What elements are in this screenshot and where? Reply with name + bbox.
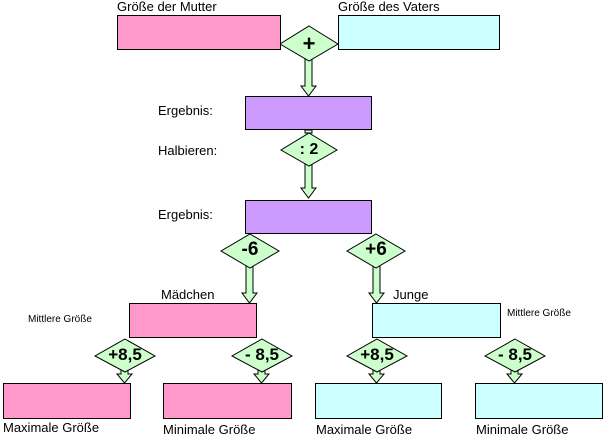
- result-box-2[interactable]: [245, 200, 372, 234]
- boy-max-size-box[interactable]: [315, 383, 442, 419]
- boy-min-size-box[interactable]: [475, 383, 603, 419]
- diamond-add: [279, 25, 339, 62]
- arrow-plus-six-to-boy: [368, 265, 385, 304]
- diamond-plus85-boy: [345, 338, 409, 373]
- result-label-2: Ergebnis:: [158, 207, 213, 222]
- father-size-label: Größe des Vaters: [338, 0, 440, 14]
- boy-mean-size-box[interactable]: [372, 303, 501, 338]
- arrow-halve-to-result: [300, 163, 317, 199]
- operator-plus85-girl: +8,5: [108, 345, 142, 364]
- girl-max-size-box[interactable]: [3, 383, 131, 419]
- halve-label: Halbieren:: [158, 143, 218, 158]
- result-box-1[interactable]: [245, 96, 372, 130]
- boy-max-size-label: Maximale Größe: [316, 422, 413, 437]
- arrow-minus-six-to-girl: [241, 264, 258, 304]
- arrow-result-to-halve: [304, 129, 313, 134]
- operator-minus-six: -6: [241, 239, 259, 260]
- mother-size-label: Größe der Mutter: [117, 0, 217, 14]
- diamond-minus85-boy: [483, 338, 547, 373]
- boy-label: Junge: [393, 287, 429, 302]
- operator-divide: : 2: [299, 141, 319, 158]
- mean-size-label-right: Mittlere Größe: [507, 308, 571, 319]
- boy-min-size-label: Minimale Größe: [476, 422, 569, 437]
- operator-minus85-boy: - 8,5: [497, 345, 533, 364]
- girl-min-size-label: Minimale Größe: [163, 422, 256, 437]
- girl-mean-size-box[interactable]: [129, 303, 257, 338]
- diamond-plus85-girl: [93, 338, 157, 373]
- operator-minus85-girl: - 8,5: [244, 345, 280, 364]
- father-size-box[interactable]: [338, 15, 500, 50]
- operator-plus85-boy: +8,5: [360, 345, 394, 364]
- result-label-1: Ergebnis:: [158, 103, 213, 118]
- girl-max-size-label: Maximale Größe: [3, 420, 100, 435]
- girl-min-size-box[interactable]: [163, 383, 292, 419]
- mother-size-box[interactable]: [117, 15, 281, 50]
- diamond-divide: [280, 132, 338, 167]
- operator-add: +: [302, 31, 316, 56]
- diamond-minus-six: [220, 233, 280, 269]
- diamond-minus85-girl: [230, 338, 294, 373]
- mean-size-label-left: Mittlere Größe: [28, 314, 92, 325]
- arrow-add-to-result: [300, 57, 317, 97]
- operator-plus-six: +6: [365, 239, 387, 260]
- diamond-plus-six: [346, 233, 406, 269]
- girl-label: Mädchen: [161, 287, 215, 302]
